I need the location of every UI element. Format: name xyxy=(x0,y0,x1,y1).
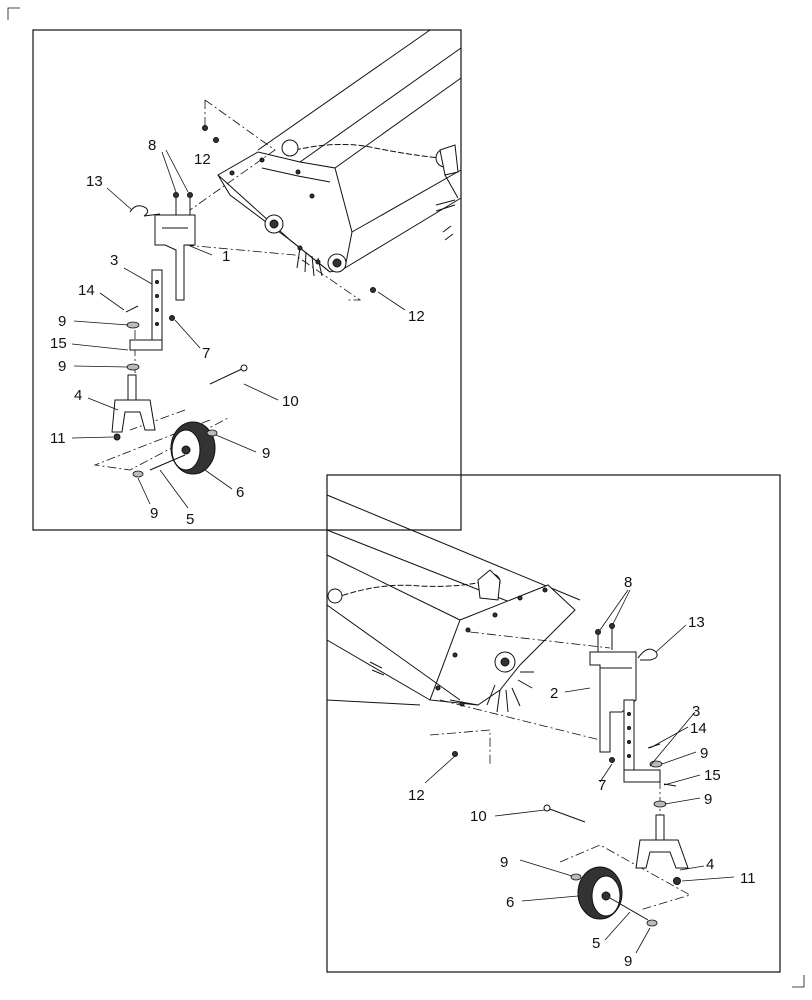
callout-6-top: 6 xyxy=(236,484,244,501)
callout-15-top: 15 xyxy=(50,335,67,352)
callout-13-top: 13 xyxy=(86,173,103,190)
callout-1-top: 1 xyxy=(222,248,230,265)
callout-15-bottom: 15 xyxy=(704,767,721,784)
assembly-lines-bottom xyxy=(429,631,692,911)
callout-5-top: 5 xyxy=(186,511,194,528)
callouts-bottom: 8 13 2 3 14 9 15 7 12 9 10 4 9 11 6 5 9 xyxy=(408,574,756,970)
callout-9a-bottom: 9 xyxy=(700,745,708,762)
panel-bottom: 8 13 2 3 14 9 15 7 12 9 10 4 9 11 6 5 9 xyxy=(326,474,781,973)
callout-9d-bottom: 9 xyxy=(624,953,632,970)
callout-12-bottom: 12 xyxy=(408,787,425,804)
assembly-lines-top xyxy=(93,99,362,471)
callout-9c-top: 9 xyxy=(262,445,270,462)
callout-8-top: 8 xyxy=(148,137,156,154)
callout-12a-top: 12 xyxy=(194,151,211,168)
hardware-top xyxy=(111,125,376,478)
callout-13-bottom: 13 xyxy=(688,614,705,631)
sweeper-body-top xyxy=(217,29,462,277)
callout-8-bottom: 8 xyxy=(624,574,632,591)
corner-mark-bottom-right xyxy=(792,975,805,988)
hardware-bottom xyxy=(452,623,689,927)
callout-12b-top: 12 xyxy=(408,308,425,325)
callout-3-top: 3 xyxy=(110,252,118,269)
panel-top-frame xyxy=(32,29,462,531)
callout-5-bottom: 5 xyxy=(592,935,600,952)
callout-9c-bottom: 9 xyxy=(500,854,508,871)
callout-7-bottom: 7 xyxy=(598,777,606,794)
leader-lines-bottom xyxy=(424,589,735,954)
callout-14-top: 14 xyxy=(78,282,95,299)
callout-3-bottom: 3 xyxy=(692,703,700,720)
panel-bottom-frame xyxy=(326,474,781,973)
callout-10-bottom: 10 xyxy=(470,808,487,825)
leader-lines-top xyxy=(71,149,406,509)
callout-9b-top: 9 xyxy=(58,358,66,375)
callout-9d-top: 9 xyxy=(150,505,158,522)
callout-11-top: 11 xyxy=(50,430,66,447)
callout-4-bottom: 4 xyxy=(706,856,714,873)
callout-14-bottom: 14 xyxy=(690,720,707,737)
callouts-top: 13 8 12 1 3 14 9 15 9 7 12 10 4 11 9 6 9… xyxy=(50,137,425,528)
corner-mark-top-left xyxy=(7,7,20,20)
sweeper-body-bottom xyxy=(326,494,581,713)
panel-top: 13 8 12 1 3 14 9 15 9 7 12 10 4 11 9 6 9… xyxy=(32,29,462,531)
callout-9b-bottom: 9 xyxy=(704,791,712,808)
callout-9a-top: 9 xyxy=(58,313,66,330)
callout-7-top: 7 xyxy=(202,345,210,362)
callout-11-bottom: 11 xyxy=(740,870,756,887)
callout-4-top: 4 xyxy=(74,387,82,404)
callout-6-bottom: 6 xyxy=(506,894,514,911)
callout-10-top: 10 xyxy=(282,393,299,410)
callout-2-bottom: 2 xyxy=(550,685,558,702)
